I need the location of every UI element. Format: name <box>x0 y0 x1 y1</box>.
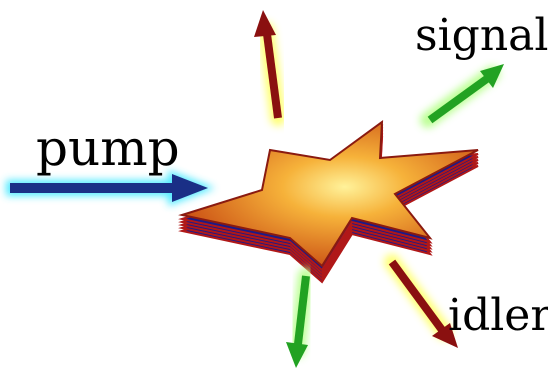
crystal-star <box>178 119 479 268</box>
signal-arrow-lower <box>286 268 314 368</box>
pump-label: pump <box>36 119 180 177</box>
idler-label: idler <box>448 290 548 341</box>
signal-label: signal <box>415 10 548 61</box>
pump-arrow <box>6 170 215 206</box>
idler-arrow <box>384 254 458 348</box>
signal-arrow <box>420 64 504 128</box>
idler-arrow-upper <box>254 10 286 126</box>
